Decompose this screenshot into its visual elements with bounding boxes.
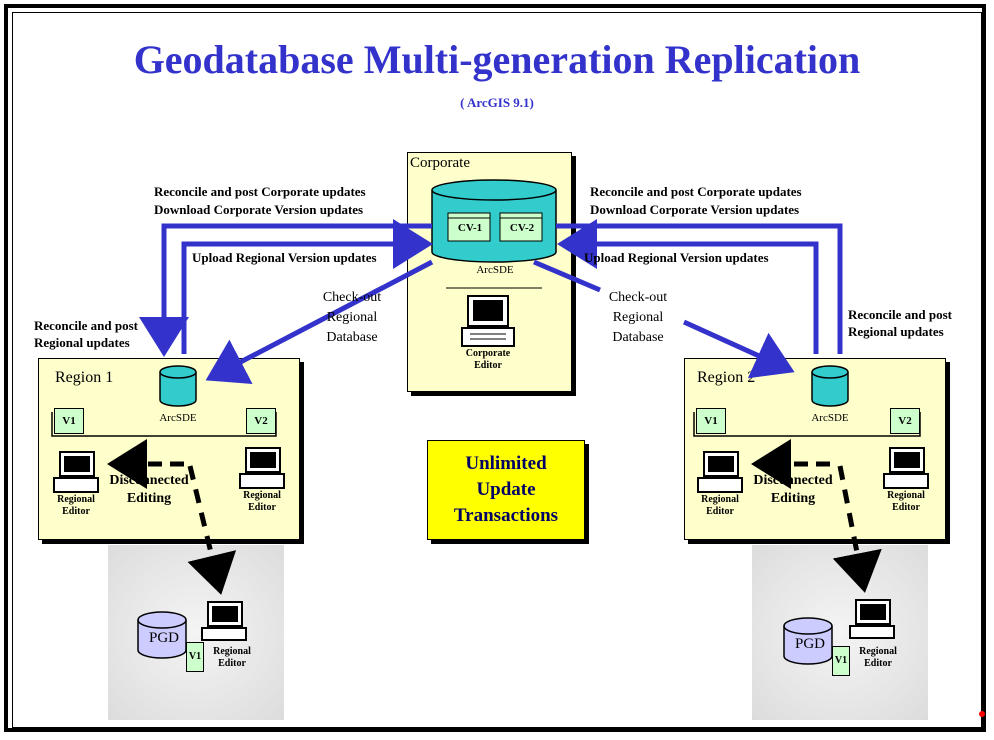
dashed-arrow-region2-down: [832, 465, 882, 593]
arrow-download-left: [139, 223, 432, 357]
region2-version-1: V1: [696, 408, 726, 434]
region1-db-label: ArcSDE: [159, 412, 197, 424]
label-reconcile-regional-left: Reconcile and post Regional updates: [34, 318, 138, 350]
pgd-right-computer-icon: [849, 599, 895, 639]
pgd-right-label: PGD: [795, 636, 826, 652]
region2-editor-left-label: Regional Editor: [701, 494, 739, 517]
dashed-arrow-region1-down: [187, 465, 237, 595]
corporate-version-1: CV-1: [457, 222, 483, 234]
pgd-right-editor-label: Regional Editor: [859, 646, 897, 669]
label-download-right: Download Corporate Version updates: [590, 202, 800, 217]
label-download-left: Download Corporate Version updates: [154, 202, 364, 217]
corporate-db-icon: [431, 179, 557, 263]
label-checkout-left: Check-out Regional Database: [322, 290, 382, 345]
slide-subtitle: ( ArcGIS 9.1): [460, 95, 534, 110]
corporate-version-2: CV-2: [509, 222, 535, 234]
pgd-left-label: PGD: [149, 630, 180, 646]
label-reconcile-corporate-right: Reconcile and post Corporate updates: [590, 184, 802, 199]
region1-disconnected-label: Disconnected Editing: [109, 473, 189, 506]
arrow-reconcile-right: [556, 223, 843, 354]
label-reconcile-regional-right: Reconcile and post Regional updates: [848, 307, 952, 339]
corporate-db-label: ArcSDE: [476, 264, 514, 276]
region2-version-2: V2: [890, 408, 920, 434]
arrow-upload-right: [557, 219, 819, 354]
region2-editor-right-label: Regional Editor: [887, 490, 925, 513]
region2-right-computer-icon: [883, 447, 929, 489]
region1-version-1: V1: [54, 408, 84, 434]
arrow-checkout-left: [205, 259, 434, 384]
region2-db-label: ArcSDE: [811, 412, 849, 424]
region1-db-icon: [159, 365, 197, 407]
pgd-left-db-icon: [137, 611, 187, 659]
pgd-right-version: V1: [832, 646, 850, 676]
region1-editor-left-label: Regional Editor: [57, 494, 95, 517]
inner-frame: [12, 12, 982, 728]
label-upload-left: Upload Regional Version updates: [192, 250, 377, 265]
region2-bracket: [693, 412, 921, 437]
region2-label: Region 2: [697, 369, 756, 386]
pgd-right-db-icon: [783, 617, 833, 665]
label-upload-right: Upload Regional Version updates: [584, 250, 769, 265]
region1-bracket: [51, 412, 277, 437]
region1-version-2: V2: [246, 408, 276, 434]
slide-title: Geodatabase Multi-generation Replication: [133, 37, 861, 82]
region2-disconnected-label: Disconnected Editing: [753, 473, 833, 506]
region1-editor-right-label: Regional Editor: [243, 490, 281, 513]
pgd-left-computer-icon: [201, 601, 247, 641]
unlimited-transactions-box: Unlimited Update Transactions: [427, 440, 585, 540]
region2-db-icon: [811, 365, 849, 407]
corporate-label: Corporate: [410, 155, 470, 171]
label-checkout-right: Check-out Regional Database: [608, 290, 668, 345]
region2-left-computer-icon: [697, 451, 743, 493]
outer-frame: [4, 4, 986, 732]
label-reconcile-corporate-left: Reconcile and post Corporate updates: [154, 184, 366, 199]
arrow-upload-left: [181, 219, 433, 354]
corporate-editor-computer-icon: [461, 295, 515, 347]
arrow-checkout-right-b: [682, 319, 795, 379]
pgd-left-editor-label: Regional Editor: [213, 646, 251, 669]
region1-right-computer-icon: [239, 447, 285, 489]
arrow-checkout-right-a: [533, 259, 601, 293]
pgd-left-version: V1: [186, 642, 204, 672]
region1-label: Region 1: [55, 369, 114, 386]
corporate-editor-label: Corporate Editor: [465, 348, 511, 371]
region1-left-computer-icon: [53, 451, 99, 493]
red-dot: [979, 711, 985, 717]
